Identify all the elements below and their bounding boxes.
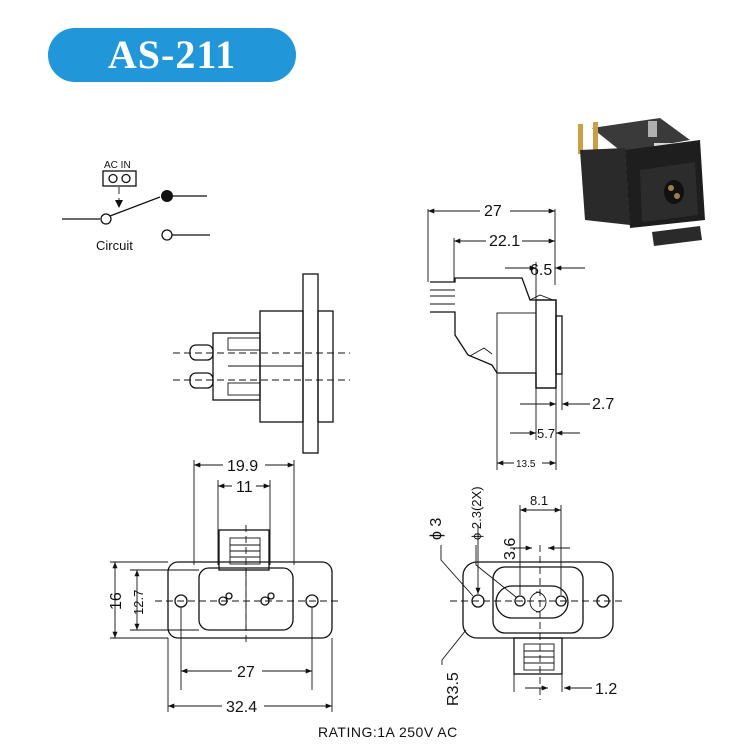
left-view-rear <box>212 332 261 401</box>
cutout-c7-profile <box>495 585 569 619</box>
left-view-flange <box>302 273 319 454</box>
left-view-body <box>259 310 304 423</box>
dim-cutout-pin: ϕ 2.3(2X) <box>469 486 484 540</box>
dim-cutout-hole: ϕ 3 <box>428 518 445 540</box>
dim-cutout-radius: R3.5 <box>445 672 462 706</box>
dim-front-outer-width: 19.9 <box>227 458 258 475</box>
dim-front-total-width: 32.4 <box>226 699 257 716</box>
title-badge: AS-211 <box>48 28 296 82</box>
dim-front-inner-height: 12.7 <box>131 590 146 615</box>
dim-cutout-gap: 1.2 <box>595 681 617 698</box>
right-view-face <box>555 315 563 375</box>
front-view: 19.9 11 16 12.7 27 <box>108 456 340 716</box>
circuit-caption: Circuit <box>96 238 133 253</box>
cutout-pin-left <box>514 595 526 607</box>
cutout-latch-slot <box>513 637 563 675</box>
ac-in-pin-left <box>108 173 118 184</box>
dim-cutout-pin-pitch: 8.1 <box>530 493 548 508</box>
ac-in-connector <box>102 170 137 187</box>
ac-in-label: AC IN <box>104 160 131 171</box>
title-text: AS-211 <box>107 32 237 77</box>
switch-open-contact <box>161 229 173 241</box>
front-view-latch <box>218 529 270 571</box>
dim-front-inner-width: 11 <box>236 479 253 496</box>
dim-side-depth: 5.7 <box>537 426 555 441</box>
panel-cutout-view: 8.1 3.6 ϕ 3 ϕ 2.3(2X) R3.5 1.2 <box>428 486 625 706</box>
switch-common-contact <box>100 213 112 225</box>
front-view-flange <box>167 561 333 639</box>
side-view-right: 27 22.1 6.5 2.7 5.7 13.5 <box>427 202 614 470</box>
left-view-collar <box>317 310 334 423</box>
rating-label: RATING:1A 250V AC <box>318 724 458 740</box>
dim-side-flange: 6.5 <box>530 262 552 279</box>
dim-side-bottom: 13.5 <box>516 459 536 470</box>
circuit-schematic: AC IN Circuit <box>62 160 210 253</box>
dim-cutout-offset: 3.6 <box>502 538 519 560</box>
dim-side-body: 22.1 <box>489 233 520 250</box>
dim-side-overall: 27 <box>484 203 502 220</box>
switch-blade <box>109 196 161 217</box>
left-view-pin-bottom <box>189 372 214 389</box>
left-view-pin-top <box>189 344 214 361</box>
ac-in-pin-right <box>121 173 131 184</box>
right-view-body <box>430 277 557 389</box>
dim-side-panel: 2.7 <box>592 396 614 413</box>
side-view-left <box>173 273 350 454</box>
dim-front-height: 16 <box>108 592 125 610</box>
cutout-outline <box>462 561 614 639</box>
product-image <box>578 118 705 246</box>
dim-front-hole-pitch: 27 <box>237 664 255 681</box>
cutout-socket-outline <box>492 566 584 634</box>
switch-closed-contact <box>161 190 173 202</box>
